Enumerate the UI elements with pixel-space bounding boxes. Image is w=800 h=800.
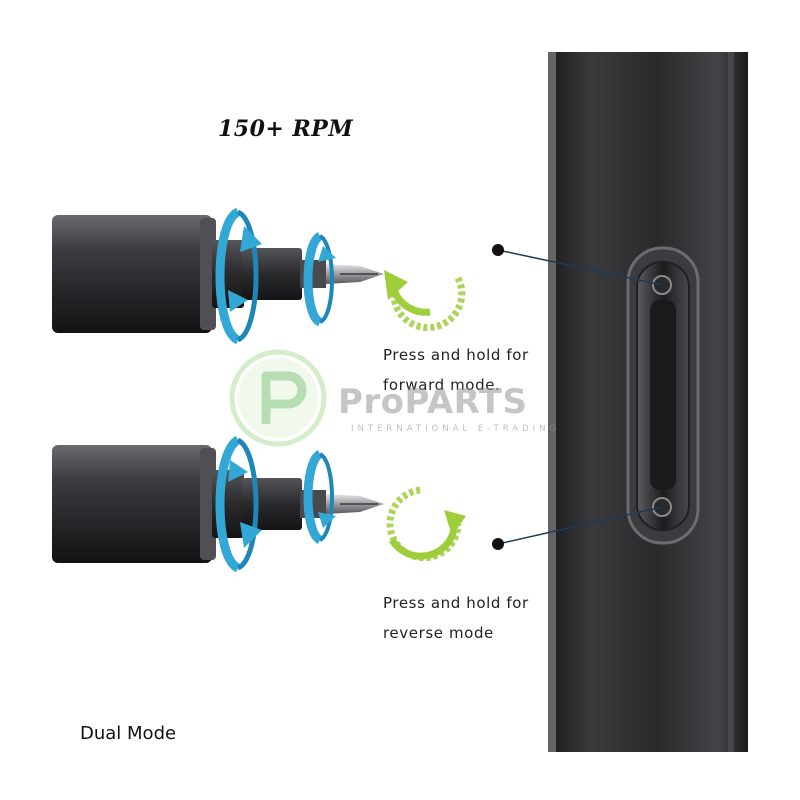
watermark-tagline: INTERNATIONAL E-TRADING bbox=[351, 424, 561, 434]
dual-mode-label: Dual Mode bbox=[80, 723, 177, 744]
rpm-headline: 150+ RPM bbox=[218, 116, 354, 142]
reverse-caption-line2: reverse mode bbox=[383, 624, 494, 642]
forward-direction-icon bbox=[384, 270, 466, 332]
forward-caption-line1: Press and hold for bbox=[383, 346, 529, 364]
rotation-arrow-icon bbox=[215, 435, 334, 573]
rotation-arrowhead-icon bbox=[228, 226, 336, 312]
watermark-logo-icon bbox=[229, 349, 327, 447]
rotation-arrow-icon bbox=[215, 207, 334, 345]
forward-mode-caption: Press and hold for forward mode. bbox=[383, 340, 529, 400]
rotation-arrowhead-icon bbox=[228, 460, 336, 548]
mode-button bbox=[626, 246, 700, 545]
forward-leader-line bbox=[492, 244, 663, 286]
watermark-brand: ProPARTS bbox=[338, 382, 528, 422]
reverse-caption-line1: Press and hold for bbox=[383, 594, 529, 612]
reverse-mode-caption: Press and hold for reverse mode bbox=[383, 588, 529, 648]
reverse-leader-line bbox=[492, 506, 663, 550]
reverse-direction-icon bbox=[386, 486, 466, 562]
forward-caption-line2: forward mode. bbox=[383, 376, 501, 394]
